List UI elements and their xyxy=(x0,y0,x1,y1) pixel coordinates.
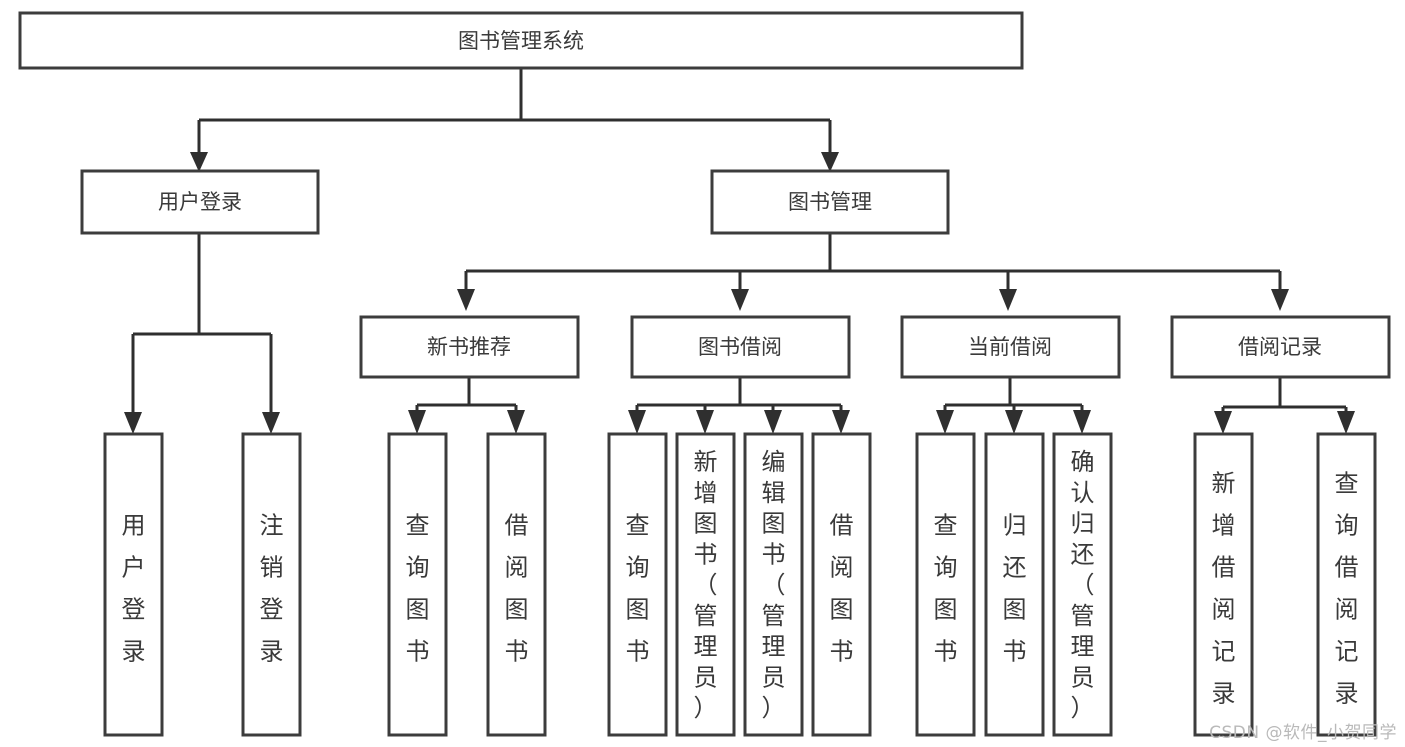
node-leaf3-label: 查询图书 xyxy=(406,511,430,665)
node-leaf1-box[interactable] xyxy=(103,432,164,737)
edge-group-login xyxy=(124,233,280,434)
arrowhead-bookmgmt xyxy=(821,152,839,172)
edge-group-newbook xyxy=(408,377,525,434)
node-leaf7-box[interactable] xyxy=(743,432,804,737)
node-leaf9-label: 查询图书 xyxy=(934,511,958,665)
node-leaf13[interactable] xyxy=(1316,432,1377,737)
node-records-label: 借阅记录 xyxy=(1238,335,1322,359)
edge-group-records xyxy=(1214,377,1355,434)
arrowhead-leaf11 xyxy=(1073,410,1091,434)
node-borrow[interactable]: 图书借阅 xyxy=(630,315,851,379)
node-bookmgmt-label: 图书管理 xyxy=(788,190,872,214)
node-leaf8[interactable] xyxy=(811,432,872,737)
arrowhead-leaf4 xyxy=(507,410,525,434)
node-login[interactable]: 用户登录 xyxy=(80,169,320,235)
node-leaf4[interactable] xyxy=(486,432,547,737)
node-borrow-box[interactable] xyxy=(630,315,851,379)
node-current[interactable]: 当前借阅 xyxy=(900,315,1121,379)
edge-group-borrow xyxy=(628,377,850,434)
node-current-box[interactable] xyxy=(900,315,1121,379)
arrowhead-records xyxy=(1271,289,1289,311)
node-borrow-label: 图书借阅 xyxy=(698,335,782,359)
node-records[interactable]: 借阅记录 xyxy=(1170,315,1391,379)
edge-group-current xyxy=(936,377,1091,434)
node-leaf2[interactable] xyxy=(241,432,302,737)
node-root-label: 图书管理系统 xyxy=(458,29,584,53)
node-root[interactable]: 图书管理系统 xyxy=(18,11,1024,70)
arrowhead-leaf13 xyxy=(1337,411,1355,434)
node-login-box[interactable] xyxy=(80,169,320,235)
arrowhead-leaf6 xyxy=(696,410,714,434)
arrowhead-leaf9 xyxy=(936,410,954,434)
arrowhead-leaf3 xyxy=(408,410,426,434)
node-leaf7[interactable] xyxy=(743,432,804,737)
node-leaf9-box[interactable] xyxy=(915,432,976,737)
node-newbook[interactable]: 新书推荐 xyxy=(359,315,580,379)
arrowhead-leaf5 xyxy=(628,410,646,434)
node-leaf1[interactable] xyxy=(103,432,164,737)
node-leaf6-box[interactable] xyxy=(675,432,736,737)
node-leaf6[interactable] xyxy=(675,432,736,737)
node-leaf13-box[interactable] xyxy=(1316,432,1377,737)
node-leaf2-box[interactable] xyxy=(241,432,302,737)
node-leaf5[interactable] xyxy=(607,432,668,737)
node-newbook-box[interactable] xyxy=(359,315,580,379)
arrowhead-current xyxy=(999,289,1017,311)
arrowhead-leaf7 xyxy=(764,410,782,434)
node-leaf11-label: 确认归还（管理员） xyxy=(1071,448,1095,722)
node-login-label: 用户登录 xyxy=(158,190,242,214)
node-bookmgmt-box[interactable] xyxy=(710,169,950,235)
node-leaf5-box[interactable] xyxy=(607,432,668,737)
arrowhead-leaf2 xyxy=(262,412,280,434)
node-leaf2-label: 注销登录 xyxy=(260,511,284,665)
node-leaf4-box[interactable] xyxy=(486,432,547,737)
node-leaf13-label: 查询借阅记录 xyxy=(1335,469,1359,707)
node-leaf12[interactable] xyxy=(1193,432,1254,737)
node-leaf3-box[interactable] xyxy=(387,432,448,737)
arrowhead-newbook xyxy=(457,289,475,311)
edge-group-root xyxy=(190,68,839,172)
edge-group-bookmgmt xyxy=(457,233,1289,311)
arrowhead-leaf1 xyxy=(124,412,142,434)
node-leaf10-box[interactable] xyxy=(984,432,1045,737)
arrowhead-leaf10 xyxy=(1005,410,1023,434)
node-records-box[interactable] xyxy=(1170,315,1391,379)
node-leaf10[interactable] xyxy=(984,432,1045,737)
arrowhead-leaf12 xyxy=(1214,411,1232,434)
arrowhead-leaf8 xyxy=(832,410,850,434)
node-leaf8-box[interactable] xyxy=(811,432,872,737)
node-current-label: 当前借阅 xyxy=(968,335,1052,359)
node-bookmgmt[interactable]: 图书管理 xyxy=(710,169,950,235)
node-leaf11-box[interactable] xyxy=(1052,432,1113,737)
node-leaf11[interactable] xyxy=(1052,432,1113,737)
node-root-box[interactable] xyxy=(18,11,1024,70)
arrowhead-login xyxy=(190,152,208,172)
node-leaf9[interactable] xyxy=(915,432,976,737)
node-leaf8-label: 借阅图书 xyxy=(830,511,854,665)
node-newbook-label: 新书推荐 xyxy=(427,335,511,359)
node-leaf1-label: 用户登录 xyxy=(122,511,146,665)
node-leaf4-label: 借阅图书 xyxy=(505,511,529,665)
node-leaf10-label: 归还图书 xyxy=(1003,511,1027,665)
node-leaf6-label: 新增图书（管理员） xyxy=(694,448,718,722)
node-leaf3[interactable] xyxy=(387,432,448,737)
node-leaf7-label: 编辑图书（管理员） xyxy=(762,448,786,722)
node-leaf12-box[interactable] xyxy=(1193,432,1254,737)
node-leaf12-label: 新增借阅记录 xyxy=(1212,469,1236,707)
vertical-label-group: 用户登录 注销登录 查询图书 借阅图书 查询图书 新增图书（管理员） 编辑图书（管理员） 借阅… xyxy=(122,448,1359,722)
node-leaf5-label: 查询图书 xyxy=(626,511,650,665)
arrowhead-borrow xyxy=(731,289,749,311)
